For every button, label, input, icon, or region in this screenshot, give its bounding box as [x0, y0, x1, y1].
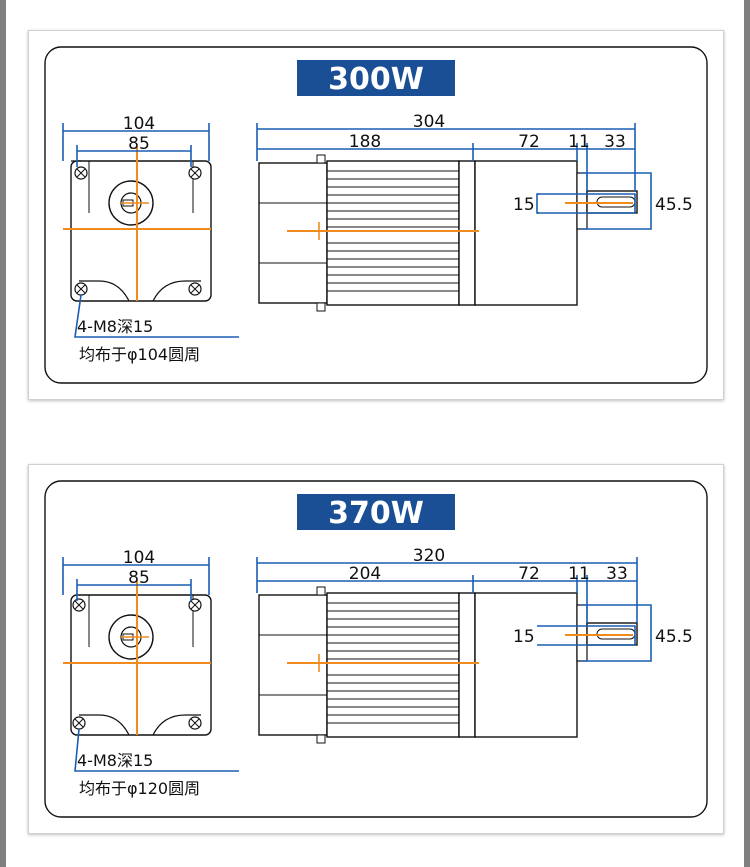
dim-gear-length: 72: [518, 564, 540, 584]
motor-endcap: [258, 594, 328, 736]
mount-hole: [74, 166, 88, 180]
dim-key-width: 15: [513, 195, 535, 215]
motor-endcap: [258, 162, 328, 304]
side-view: 304 188 72 11 33 15 45.5: [256, 112, 693, 312]
side-view: 320 204 72 11 33 15 45.5: [256, 546, 693, 744]
left-border: [0, 0, 6, 867]
panel-title: 300W: [328, 62, 424, 97]
dim-step-length: 11: [568, 132, 590, 152]
panel-300w: 300W 104 85 4-M8深15 均布于φ104圆周: [28, 30, 724, 400]
dim-face-inner: 85: [128, 568, 150, 588]
face-view: 104 85 4-M8深15 均布于φ120圆周: [62, 548, 239, 798]
right-border: [744, 0, 750, 867]
motor-fins: [326, 160, 460, 306]
dim-face-outer: 104: [123, 114, 155, 134]
dim-key-bracket: [537, 625, 636, 646]
panel-370w: 370W 104 85 4-M8深15 均布于φ120圆周: [28, 464, 724, 834]
inner-frame: [44, 480, 708, 818]
dim-motor-length: 204: [349, 564, 381, 584]
hole-leader: [74, 294, 239, 338]
dim-motor-length: 188: [349, 132, 381, 152]
dim-shaft-height: 45.5: [655, 627, 693, 647]
dim-key-bracket: [537, 193, 636, 214]
face-view: 104 85 4-M8深15 均布于φ104圆周: [62, 114, 239, 364]
dim-face-outer: 104: [123, 548, 155, 568]
hole-leader: [74, 728, 239, 772]
panel-title: 370W: [328, 496, 424, 531]
drawing-370w: 370W 104 85 4-M8深15 均布于φ120圆周: [44, 480, 708, 818]
dim-gear-length: 72: [518, 132, 540, 152]
dim-shaft-height: 45.5: [655, 195, 693, 215]
dim-shaft-length: 33: [606, 564, 628, 584]
hole-note: 4-M8深15: [77, 751, 153, 770]
title-badge: [297, 60, 455, 96]
mount-hole: [72, 716, 86, 730]
dim-total-length: 320: [413, 546, 445, 566]
dim-total-length: 304: [413, 112, 445, 132]
dim-shaft-length: 33: [604, 132, 626, 152]
mount-hole: [74, 282, 88, 296]
mount-hole: [188, 598, 202, 612]
drawing-300w: 300W 104 85 4-M8深15 均布于φ104圆周: [44, 46, 708, 384]
flange-outline: [70, 594, 212, 736]
mount-hole: [188, 282, 202, 296]
gearbox: [474, 160, 578, 306]
dim-face-inner: 85: [128, 134, 150, 154]
hole-note: 4-M8深15: [77, 317, 153, 336]
dim-key-width: 15: [513, 627, 535, 647]
inner-frame: [44, 46, 708, 384]
dim-height-bracket: [581, 604, 652, 662]
pcd-note: 均布于φ120圆周: [79, 779, 200, 798]
gearbox: [474, 592, 578, 738]
dim-step-length: 11: [568, 564, 590, 584]
title-badge: [297, 494, 455, 530]
pcd-note: 均布于φ104圆周: [79, 345, 200, 364]
flange-outline: [70, 160, 212, 302]
mount-hole: [188, 166, 202, 180]
mount-hole: [72, 598, 86, 612]
dim-height-bracket: [581, 172, 652, 230]
mount-hole: [188, 716, 202, 730]
